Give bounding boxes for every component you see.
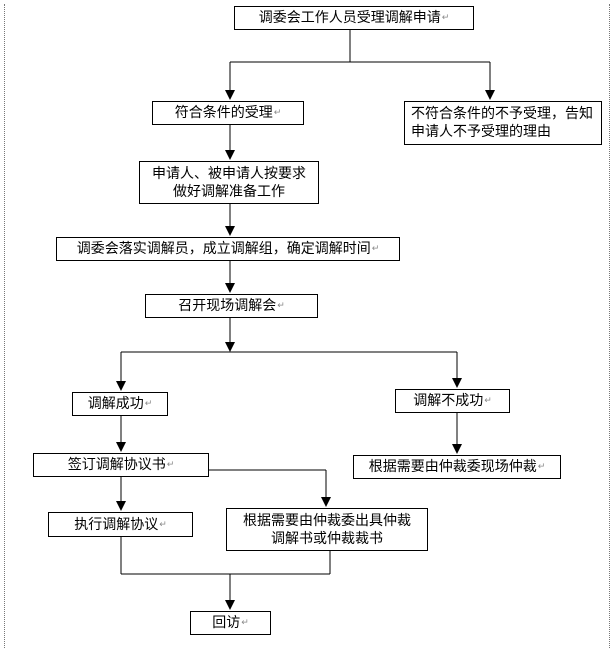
node-qualified: 符合条件的受理↵ xyxy=(152,101,304,125)
node-label: 签订调解协议书 xyxy=(67,457,166,473)
left-margin-line xyxy=(4,4,5,648)
node-success: 调解成功↵ xyxy=(72,392,168,416)
node-label: 根据需要由仲裁委现场仲裁 xyxy=(368,459,537,475)
node-label: 符合条件的受理 xyxy=(174,105,273,121)
node-label: 召开现场调解会 xyxy=(178,298,277,314)
return-mark: ↵ xyxy=(273,108,282,118)
node-label: 调解不成功 xyxy=(413,393,484,409)
node-label: 调委会工作人员受理调解申请 xyxy=(258,10,441,26)
node-execute-agreement: 执行调解协议↵ xyxy=(48,512,193,537)
node-prepare: 申请人、被申请人按要求做好调解准备工作 xyxy=(139,161,319,204)
node-arbitration-document: 根据需要由仲裁委出具仲裁调解书或仲裁裁书 xyxy=(226,508,428,551)
node-label: 执行调解协议 xyxy=(74,516,159,533)
node-label: 不符合条件的不予受理，告知申请人不予受理的理由 xyxy=(411,106,593,140)
node-follow-up: 回访↵ xyxy=(190,611,271,635)
node-label: 根据需要由仲裁委出具仲裁调解书或仲裁裁书 xyxy=(243,512,411,547)
node-accept-application: 调委会工作人员受理调解申请↵ xyxy=(234,6,474,30)
node-arbitration-onsite: 根据需要由仲裁委现场仲裁↵ xyxy=(353,455,561,479)
return-mark: ↵ xyxy=(441,13,450,23)
node-fail: 调解不成功↵ xyxy=(395,389,510,413)
return-mark: ↵ xyxy=(159,519,167,530)
return-mark: ↵ xyxy=(371,244,380,254)
return-mark: ↵ xyxy=(144,399,153,409)
return-mark: ↵ xyxy=(166,460,175,470)
node-assign-mediator: 调委会落实调解员，成立调解组，确定调解时间↵ xyxy=(56,237,400,261)
return-mark: ↵ xyxy=(277,301,285,311)
node-not-qualified: 不符合条件的不予受理，告知申请人不予受理的理由 xyxy=(404,101,602,145)
node-label: 申请人、被申请人按要求做好调解准备工作 xyxy=(152,165,306,200)
node-hold-meeting: 召开现场调解会↵ xyxy=(145,294,318,318)
return-mark: ↵ xyxy=(241,618,249,628)
node-sign-agreement: 签订调解协议书↵ xyxy=(33,453,209,477)
node-label: 回访 xyxy=(212,615,241,631)
return-mark: ↵ xyxy=(537,462,546,472)
node-label: 调解成功 xyxy=(87,396,144,412)
node-label: 调委会落实调解员，成立调解组，确定调解时间 xyxy=(76,241,371,257)
right-margin-line xyxy=(609,4,610,648)
return-mark: ↵ xyxy=(484,396,492,406)
